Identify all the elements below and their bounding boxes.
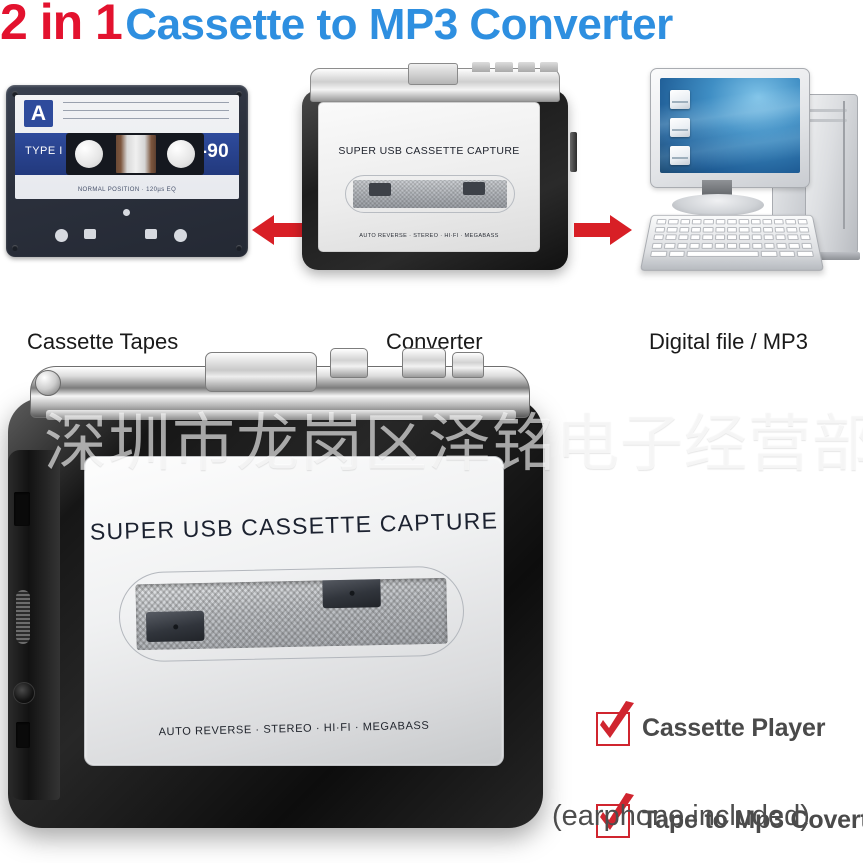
main-product-section: SUPER USB CASSETTE CAPTURE AUTO REVERSE … [0, 320, 863, 863]
converter-cassette-window [345, 175, 515, 213]
product-photo-converter: SUPER USB CASSETTE CAPTURE AUTO REVERSE … [0, 340, 560, 840]
product-front-panel: SUPER USB CASSETTE CAPTURE AUTO REVERSE … [84, 456, 504, 766]
desktop-file-icon [670, 146, 690, 165]
cassette-hub-right [167, 140, 195, 168]
volume-wheel[interactable] [16, 590, 30, 644]
cassette-side-label: A [24, 100, 53, 127]
headline-blue-text: Cassette to MP3 Converter [125, 0, 672, 49]
product-tape-head [322, 578, 381, 609]
converter-feature-text: AUTO REVERSE · STEREO · HI·FI · MEGABASS [319, 233, 539, 239]
cassette-write-lines [63, 102, 229, 126]
arrow-right-icon [572, 210, 634, 250]
product-window-mesh [135, 578, 447, 650]
desktop-file-icon [670, 118, 690, 137]
converter-illustration: SUPER USB CASSETTE CAPTURE AUTO REVERSE … [296, 68, 574, 278]
desktop-file-icon [670, 90, 690, 109]
product-top-button[interactable] [330, 348, 368, 378]
product-cassette-window [118, 565, 465, 662]
headphone-jack [13, 682, 35, 704]
converter-window-mesh [353, 180, 507, 208]
earphone-caption: (earphone included) [552, 800, 810, 833]
usb-port [14, 492, 30, 526]
computer-monitor [650, 68, 810, 188]
cassette-hub-left [75, 140, 103, 168]
product-spindle-knob [35, 370, 61, 396]
checkmark-icon [596, 712, 630, 746]
product-lid-seam [46, 410, 516, 420]
computer-illustration [636, 62, 858, 284]
cassette-pad-slot [145, 229, 157, 239]
cassette-tape-window [66, 133, 204, 175]
computer-keyboard [640, 215, 824, 271]
headline-red-text: 2 in 1 [0, 0, 122, 50]
converter-front-panel: SUPER USB CASSETTE CAPTURE AUTO REVERSE … [318, 102, 540, 252]
side-port [16, 722, 30, 748]
cassette-drive-hole [174, 229, 187, 242]
cassette-center-hole [123, 209, 130, 216]
product-lid-latch [205, 352, 317, 392]
cassette-label: A TYPE I C-90 NORMAL POSITION · 120µs EQ [15, 95, 239, 199]
converter-latch [408, 63, 458, 85]
product-top-button[interactable] [402, 348, 446, 378]
cassette-drive-hole [55, 229, 68, 242]
feature-list: Cassette Player Tape to Mp3 Coverter [596, 708, 863, 863]
cassette-tape-reel [116, 135, 156, 173]
converter-tape-head [369, 183, 391, 196]
cassette-footer-text: NORMAL POSITION · 120µs EQ [25, 187, 229, 193]
feature-label: Cassette Player [642, 714, 825, 743]
product-top-button[interactable] [452, 352, 484, 378]
product-left-side-panel [8, 450, 60, 800]
product-brand-text: SUPER USB CASSETTE CAPTURE [85, 507, 504, 546]
conversion-flow-diagram: A TYPE I C-90 NORMAL POSITION · 120µs EQ [0, 50, 863, 310]
converter-side-control [570, 132, 577, 172]
product-feature-text: AUTO REVERSE · STEREO · HI·FI · MEGABASS [85, 718, 503, 740]
cassette-shell: A TYPE I C-90 NORMAL POSITION · 120µs EQ [6, 85, 248, 257]
converter-brand-text: SUPER USB CASSETTE CAPTURE [319, 145, 539, 157]
monitor-stand [672, 194, 764, 216]
monitor-screen [660, 78, 800, 173]
cassette-lower-shell [15, 205, 239, 249]
page-title: 2 in 1 Cassette to MP3 Converter [0, 0, 863, 48]
converter-top-buttons [472, 62, 558, 72]
feature-item: Cassette Player [596, 708, 863, 764]
cassette-tape-illustration: A TYPE I C-90 NORMAL POSITION · 120µs EQ [6, 85, 248, 257]
product-tape-head [146, 611, 205, 642]
cassette-pad-slot [84, 229, 96, 239]
converter-tape-head [463, 182, 485, 195]
cassette-type-label: TYPE I [25, 145, 63, 157]
